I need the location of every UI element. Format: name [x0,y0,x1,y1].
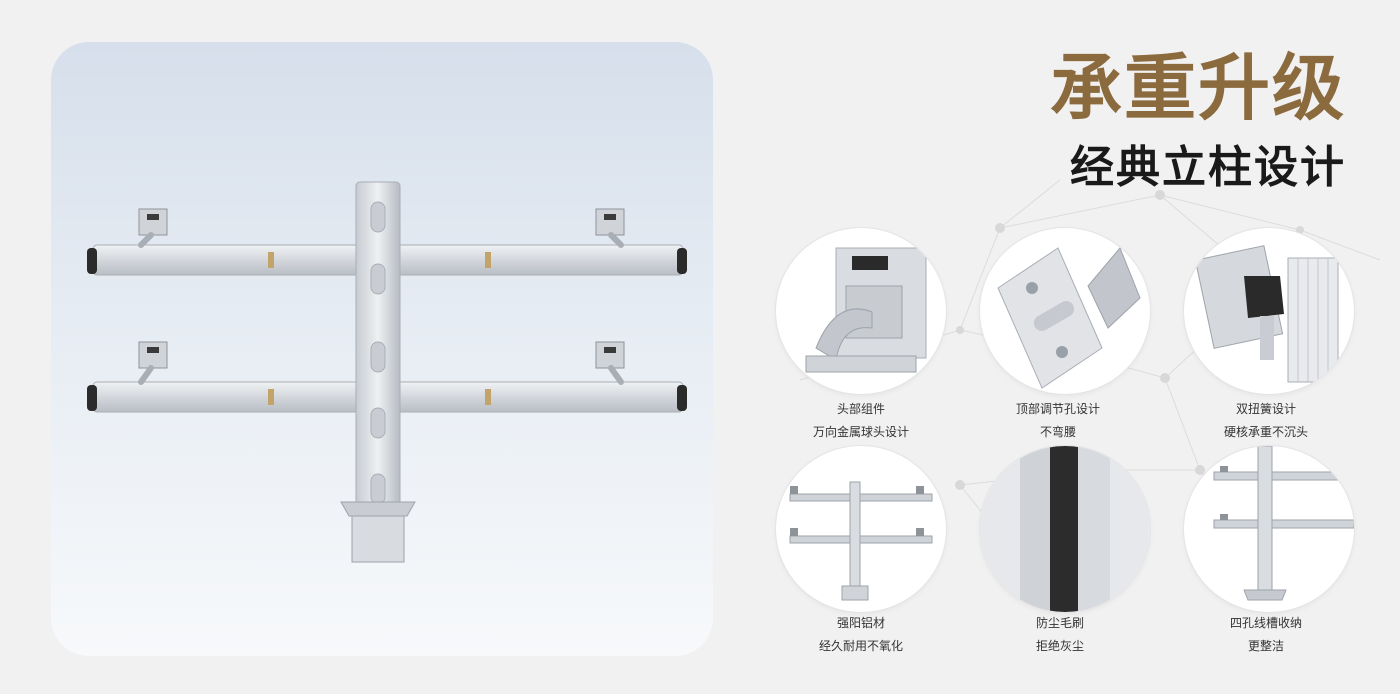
feature-cable-slot-image [1184,446,1354,612]
dual-torsion-spring-icon [1194,245,1339,383]
feature-desc-2: 不弯腰 [1039,425,1076,439]
feature-ball-head-image [776,228,946,394]
feature-top-hole-image [980,228,1150,394]
feature-caption-1: 头部组件 万向金属球头设计 [761,398,961,444]
feature-title-6: 四孔线槽收纳 [1229,616,1302,630]
feature-caption-6: 四孔线槽收纳 更整洁 [1166,612,1366,658]
dust-brush-icon [980,446,1150,612]
feature-caption-5: 防尘毛刷 拒绝灰尘 [960,612,1160,658]
feature-desc-6: 更整洁 [1247,639,1284,653]
feature-title-3: 双扭簧设计 [1235,402,1296,416]
feature-dust-brush-image [980,446,1150,612]
headline: 承重升级 [1049,46,1346,130]
feature-aluminum-image [776,446,946,612]
hero-product-panel [51,42,713,656]
monitor-arm-illustration [87,181,687,563]
feature-title-4: 强阳铝材 [836,616,885,630]
feature-title-5: 防尘毛刷 [1035,616,1084,630]
cable-slot-icon [1213,446,1354,601]
feature-torsion-spring-image [1184,228,1354,394]
feature-desc-1: 万向金属球头设计 [812,425,909,439]
aluminum-pole-icon [789,481,933,601]
feature-caption-2: 顶部调节孔设计 不弯腰 [958,398,1158,444]
feature-desc-4: 经久耐用不氧化 [818,639,903,653]
feature-desc-3: 硬核承重不沉头 [1223,425,1308,439]
subheadline: 经典立柱设计 [1070,142,1346,193]
feature-caption-3: 双扭簧设计 硬核承重不沉头 [1166,398,1366,444]
ball-head-joint-icon [805,247,927,373]
feature-title-2: 顶部调节孔设计 [1015,402,1100,416]
feature-caption-4: 强阳铝材 经久耐用不氧化 [761,612,961,658]
feature-title-1: 头部组件 [836,402,885,416]
feature-desc-5: 拒绝灰尘 [1035,639,1084,653]
top-adjust-hole-icon [997,247,1141,389]
